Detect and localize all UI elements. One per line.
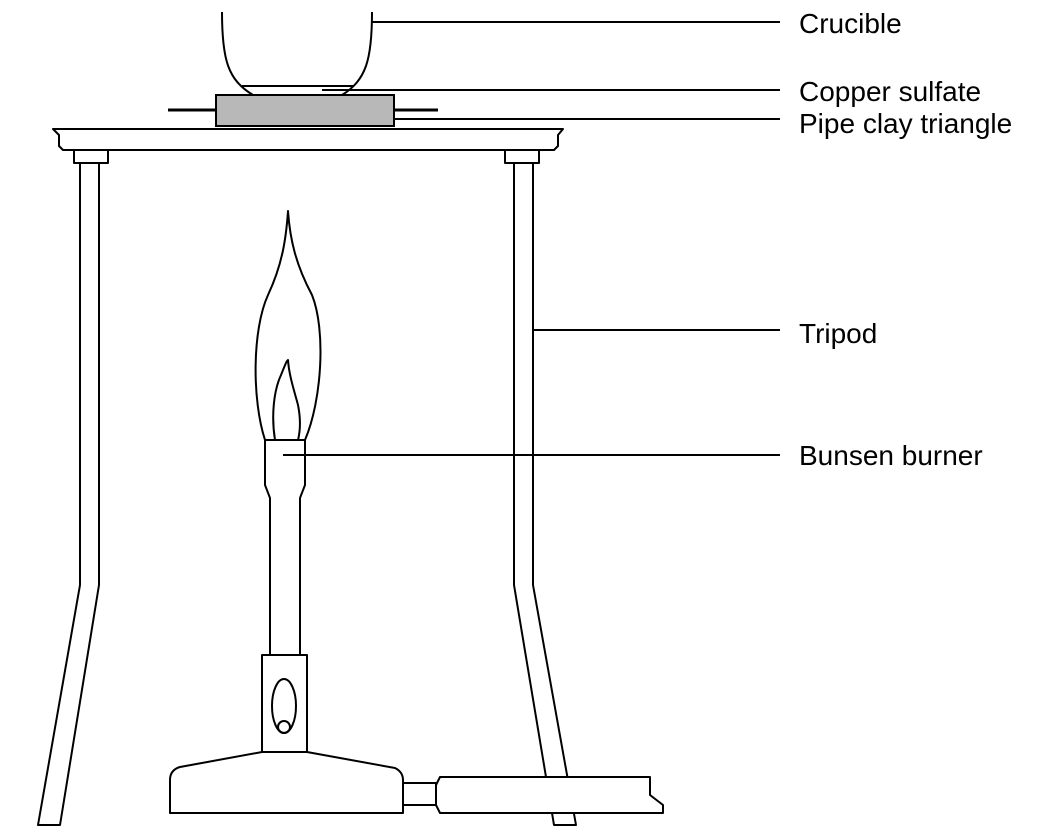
bunsen-burner-collar xyxy=(261,654,308,753)
label-crucible: Crucible xyxy=(799,8,902,39)
tripod-right-foot-block xyxy=(504,149,540,164)
tripod-left-leg xyxy=(37,163,100,826)
tripod-right-leg xyxy=(513,163,577,826)
gas-connector xyxy=(402,782,437,806)
label-pipe-clay-triangle: Pipe clay triangle xyxy=(799,108,1012,139)
bunsen-burner-base xyxy=(169,751,404,814)
crucible xyxy=(221,11,373,96)
copper-sulfate-block xyxy=(215,94,395,127)
label-tripod: Tripod xyxy=(799,318,877,349)
flame-inner-cone xyxy=(272,359,301,441)
label-copper-sulfate: Copper sulfate xyxy=(799,76,981,107)
gas-hose xyxy=(435,776,664,814)
tripod-top-ring xyxy=(52,128,564,151)
air-hole-circle xyxy=(277,720,291,734)
bunsen-burner-tube xyxy=(264,439,306,656)
tripod-left-foot-block xyxy=(73,149,109,164)
label-bunsen-burner: Bunsen burner xyxy=(799,440,983,471)
flame-outer xyxy=(254,210,322,441)
